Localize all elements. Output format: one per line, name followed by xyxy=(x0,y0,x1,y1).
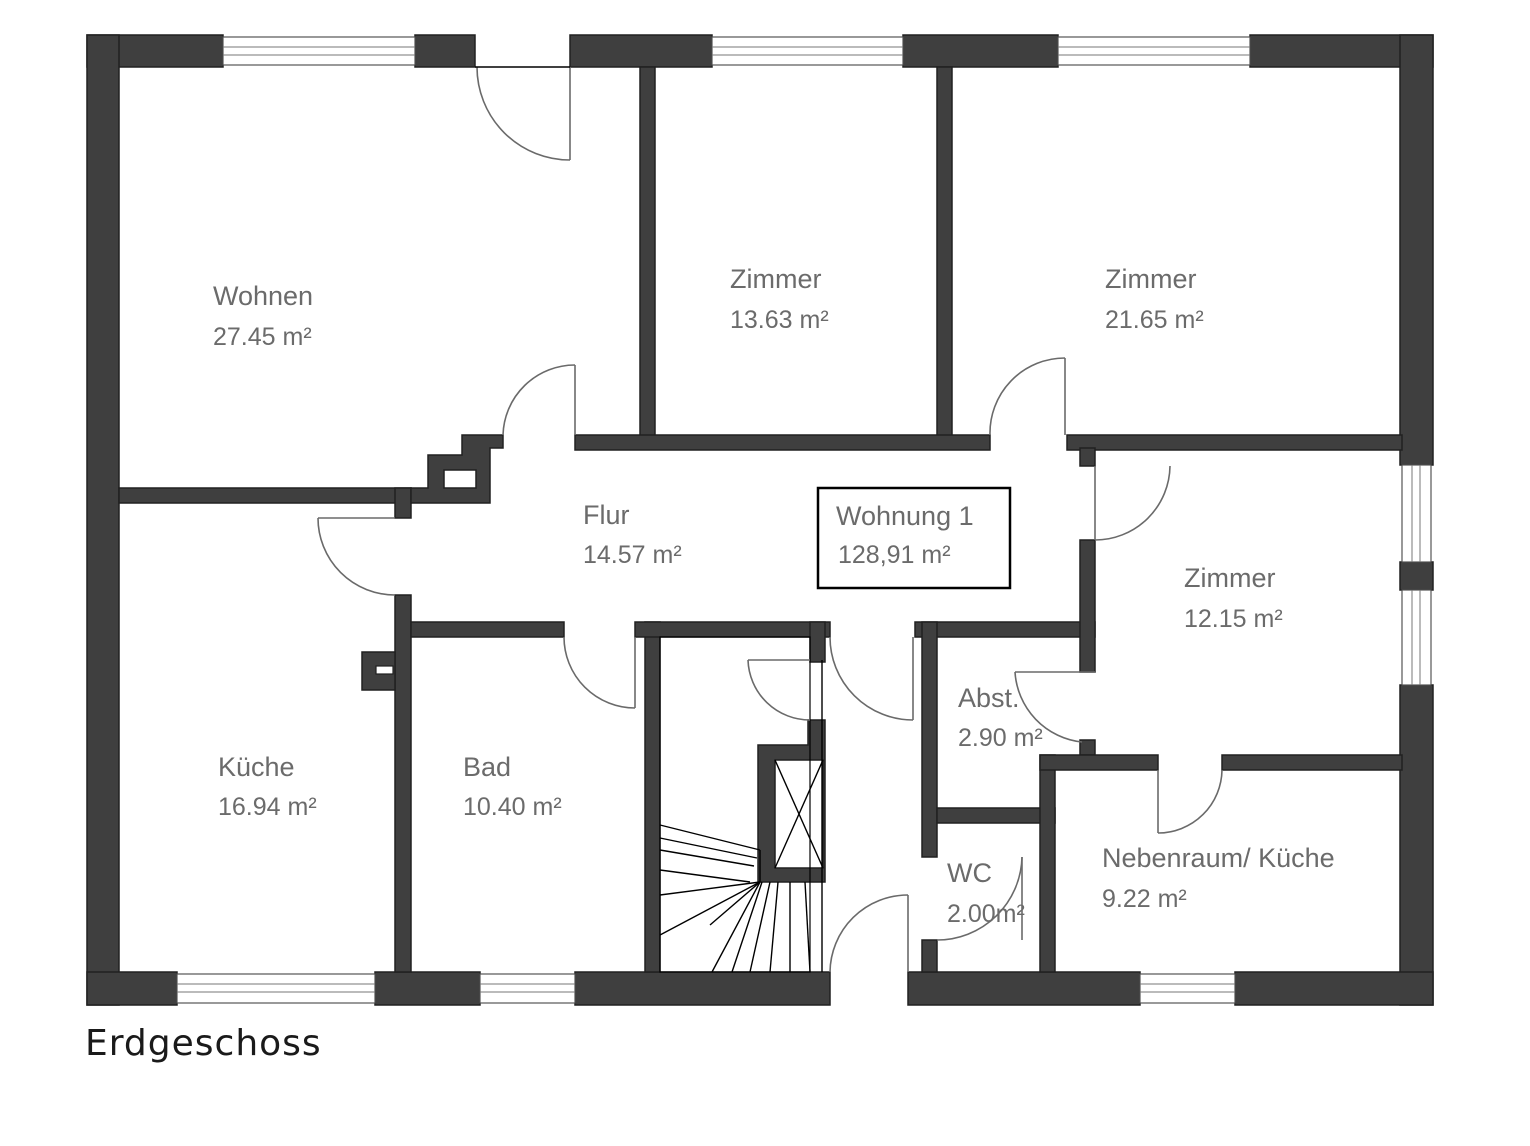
doors xyxy=(317,66,1223,973)
room-area-flur: 14.57 m² xyxy=(583,541,682,569)
room-name-bad: Bad xyxy=(463,752,511,782)
floor-label: Erdgeschoss xyxy=(85,1023,322,1064)
wall-bottom-1 xyxy=(86,971,178,1006)
window-bottom-bad xyxy=(479,973,576,1004)
chimney-flue xyxy=(443,469,477,489)
wall-abst-wc xyxy=(936,807,1056,824)
wall-right-1 xyxy=(1399,34,1434,466)
wall-right-2 xyxy=(1399,561,1434,591)
window-top-wohnen xyxy=(222,36,416,66)
window-top-zimmer2 xyxy=(1057,36,1251,66)
wall-zimmer1-zimmer2 xyxy=(936,66,953,438)
window-right-upper xyxy=(1401,464,1432,563)
room-name-abst: Abst. xyxy=(958,683,1020,713)
wall-bottom-3 xyxy=(574,971,831,1006)
room-area-abst: 2.90 m² xyxy=(958,724,1043,752)
room-name-wc: WC xyxy=(947,858,992,888)
window-top-zimmer1 xyxy=(711,36,904,66)
wall-bottom-5 xyxy=(1234,971,1434,1006)
unit-name: Wohnung 1 xyxy=(836,501,974,531)
wall-top-2 xyxy=(414,34,476,68)
window-right-lower xyxy=(1401,589,1432,686)
wall-wohnen-zimmer1 xyxy=(639,66,656,438)
wall-top-4 xyxy=(902,34,1059,68)
wall-left xyxy=(86,34,120,1006)
room-name-flur: Flur xyxy=(583,500,630,530)
wall-bottom-2 xyxy=(374,971,481,1006)
room-area-kueche: 16.94 m² xyxy=(218,793,317,821)
wall-bad-stair xyxy=(644,621,661,973)
room-name-zimmer-2: Zimmer xyxy=(1105,264,1196,294)
wall-kueche-bad xyxy=(394,594,412,973)
wall-wohnen-bottom xyxy=(118,487,412,504)
unit-box xyxy=(816,486,1012,590)
room-name-nebenraum: Nebenraum/ Küche xyxy=(1102,843,1335,873)
windows xyxy=(176,36,1432,1004)
room-area-zimmer-1: 13.63 m² xyxy=(730,306,829,334)
room-name-zimmer-3: Zimmer xyxy=(1184,563,1275,593)
wall-bottom-4 xyxy=(907,971,1141,1006)
wall-abst-top xyxy=(914,621,1096,638)
wall-zimmer3-left xyxy=(1079,539,1096,673)
wall-top-3 xyxy=(569,34,713,68)
room-name-zimmer-1: Zimmer xyxy=(730,264,821,294)
room-area-zimmer-3: 12.15 m² xyxy=(1184,605,1283,633)
room-name-kueche: Küche xyxy=(218,752,295,782)
wall-wc-stub xyxy=(921,939,938,973)
window-bottom-kueche xyxy=(176,973,376,1004)
room-area-nebenraum: 9.22 m² xyxy=(1102,885,1187,913)
wall-nebenraum-top-2 xyxy=(1221,754,1403,771)
wall-stair-stub xyxy=(809,621,826,663)
wall-wc-nebenraum xyxy=(1039,754,1056,973)
unit-area: 128,91 m² xyxy=(838,541,951,569)
window-bottom-nebenraum xyxy=(1139,973,1236,1004)
chimney-block xyxy=(410,434,504,504)
room-area-zimmer-2: 21.65 m² xyxy=(1105,306,1204,334)
wall-zimmer2-stub xyxy=(1079,447,1096,467)
room-area-wc: 2.00m² xyxy=(947,900,1025,928)
wall-stair-top xyxy=(634,621,831,638)
wall-wohnen-stub xyxy=(394,487,412,519)
room-name-wohnen: Wohnen xyxy=(213,281,313,311)
wall-zimmer2-bottom xyxy=(1066,434,1403,451)
wall-nebenraum-top-1 xyxy=(1039,754,1159,771)
wall-flur-top xyxy=(574,434,991,451)
interior-walls xyxy=(118,66,1403,973)
wall-abst-left xyxy=(921,621,938,858)
staircase xyxy=(659,636,823,973)
room-area-bad: 10.40 m² xyxy=(463,793,562,821)
wall-right-3 xyxy=(1399,684,1434,1006)
wall-bad-top xyxy=(410,621,565,638)
room-area-wohnen: 27.45 m² xyxy=(213,323,312,351)
outer-walls xyxy=(86,34,1434,1006)
